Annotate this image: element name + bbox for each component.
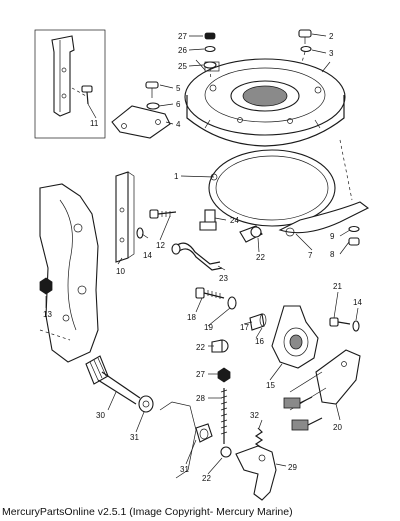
callout-23: 23 — [219, 274, 228, 283]
leader-lines — [45, 33, 359, 475]
callout-22-lower: 22 — [202, 474, 211, 483]
engine-block-side — [39, 183, 99, 363]
callout-32: 32 — [250, 411, 259, 420]
callout-13: 13 — [43, 310, 52, 319]
callout-29: 29 — [288, 463, 297, 472]
nut-13 — [39, 277, 53, 295]
callout-19: 19 — [204, 323, 213, 332]
screw-11 — [81, 85, 93, 105]
callout-28: 28 — [196, 394, 205, 403]
screw-2-washer-3 — [298, 29, 312, 63]
switch-bracket-20 — [283, 349, 361, 431]
ball-joint-22-middle — [211, 339, 229, 353]
callout-22-middle: 22 — [196, 343, 205, 352]
callout-labels: 27 26 25 2 3 5 6 4 11 1 24 9 8 7 12 14 2… — [43, 32, 362, 483]
ball-joint-22-upper — [239, 225, 263, 243]
callout-27-lower: 27 — [196, 370, 205, 379]
callout-2: 2 — [329, 32, 334, 41]
lower-casting — [39, 329, 197, 479]
callout-9: 9 — [330, 232, 335, 241]
callout-14-right: 14 — [353, 298, 362, 307]
callout-31-lower: 31 — [180, 465, 189, 474]
callout-4: 4 — [176, 120, 181, 129]
callout-15: 15 — [266, 381, 275, 390]
part-31-lower — [195, 423, 213, 443]
screw-8-washer-9 — [348, 225, 360, 246]
elbow-fitting-24 — [199, 209, 217, 231]
spring-32 — [254, 427, 264, 449]
copyright-footer: MercuryPartsOnline v2.5.1 (Image Copyrig… — [2, 506, 293, 518]
ball-joint-22-lower — [220, 446, 232, 458]
callout-25: 25 — [178, 62, 187, 71]
callout-8: 8 — [330, 250, 335, 259]
callout-20: 20 — [333, 423, 342, 432]
callout-27-top: 27 — [178, 32, 187, 41]
callout-11: 11 — [90, 119, 99, 128]
callout-12: 12 — [156, 241, 165, 250]
screw-21-washer-14 — [329, 317, 360, 332]
screw-12 — [149, 209, 177, 219]
ring-1-band-7 — [208, 139, 370, 237]
callout-14-left: 14 — [143, 251, 152, 260]
stator-housing — [184, 58, 346, 147]
callout-10: 10 — [116, 267, 125, 276]
callout-3: 3 — [329, 49, 334, 58]
callout-16: 16 — [255, 337, 264, 346]
callout-6: 6 — [176, 100, 181, 109]
callout-17: 17 — [240, 323, 249, 332]
callout-7: 7 — [308, 251, 313, 260]
shaft-30 — [85, 355, 141, 405]
callout-21: 21 — [333, 282, 342, 291]
callout-31-left: 31 — [130, 433, 139, 442]
switch-lower — [291, 417, 323, 431]
washer-14-left — [136, 227, 144, 239]
callout-26: 26 — [178, 46, 187, 55]
rod-28-nut-27 — [217, 367, 231, 444]
callout-22-upper: 22 — [256, 253, 265, 262]
callout-30: 30 — [96, 411, 105, 420]
callout-1: 1 — [174, 172, 179, 181]
link-rod-23 — [171, 242, 223, 271]
callout-18: 18 — [187, 313, 196, 322]
inset-detail-box — [34, 29, 106, 139]
part-31-left — [138, 395, 154, 413]
plate-10 — [115, 171, 135, 263]
switch-upper — [283, 396, 313, 409]
lever-29 — [235, 445, 277, 501]
callout-5: 5 — [176, 84, 181, 93]
bracket-4-group — [111, 81, 171, 139]
callout-24: 24 — [230, 216, 239, 225]
cam-lever-15 — [271, 305, 319, 369]
hardware-stack-25-27 — [203, 32, 217, 81]
screw-18-group — [195, 287, 267, 331]
